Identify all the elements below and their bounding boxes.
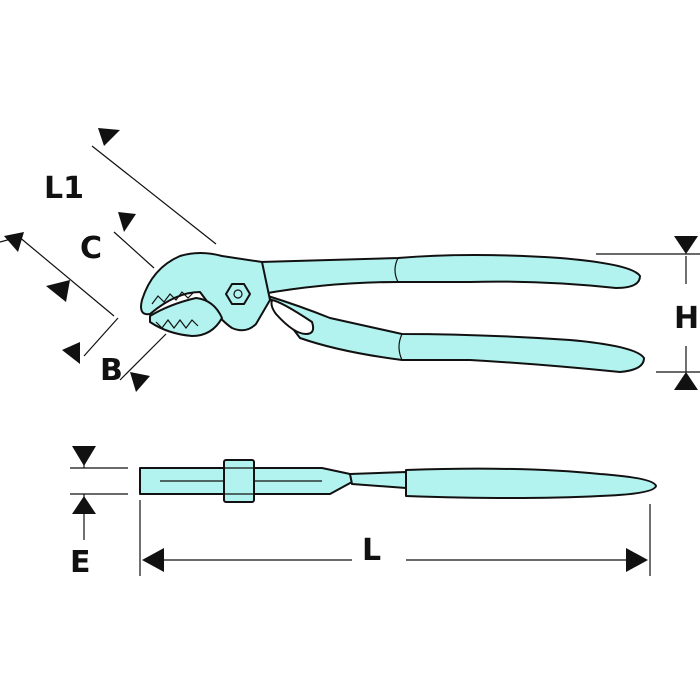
label-L1: L1 <box>44 171 84 206</box>
lower-jaw <box>149 297 223 337</box>
upper-handle <box>259 254 641 295</box>
label-L: L <box>362 533 381 568</box>
label-B: B <box>100 353 123 388</box>
adjustment-slot <box>270 299 315 335</box>
upper-teeth <box>151 291 195 305</box>
lower-handle <box>267 295 645 373</box>
label-C: C <box>80 231 102 266</box>
top-pivot-bolt <box>223 459 255 503</box>
top-handle <box>405 467 657 499</box>
dimension-C: C <box>62 212 155 364</box>
dimension-L: L <box>139 500 651 576</box>
dimension-H: H <box>596 236 700 390</box>
pliers-side-view <box>140 252 645 373</box>
upper-grip-edge <box>394 257 399 283</box>
label-H: H <box>674 301 699 336</box>
pliers-top-view <box>139 459 657 503</box>
dimension-E: E <box>70 446 128 580</box>
lower-teeth <box>155 319 199 329</box>
pivot-nut-center <box>233 289 243 299</box>
lower-grip-edge <box>398 333 403 361</box>
top-shank <box>349 471 407 489</box>
pliers-head <box>140 252 271 332</box>
label-E: E <box>70 545 91 580</box>
dimension-L1: L1 <box>17 128 217 317</box>
dimension-B: B <box>0 232 167 392</box>
pivot-nut <box>225 283 251 305</box>
